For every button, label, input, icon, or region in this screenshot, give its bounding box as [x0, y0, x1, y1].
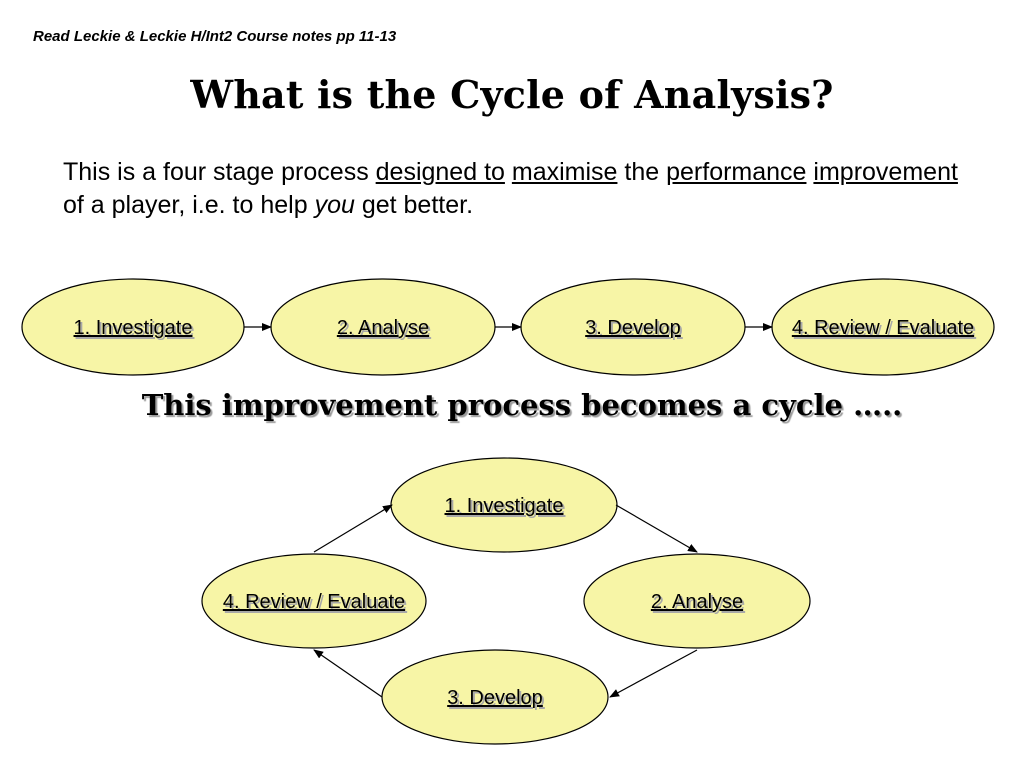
cycle-node-develop-label: 3. Develop — [447, 687, 543, 709]
cycle-node-analyse-label: 2. Analyse — [651, 591, 743, 613]
cycle-node-develop-label-shadow: 3. Develop — [449, 689, 545, 711]
intro-improvement: improvement — [813, 158, 958, 186]
linear-node-analyse-label: 2. Analyse — [337, 317, 429, 339]
intro-designed-to: designed to — [375, 158, 505, 186]
cycle-subtitle: This improvement process becomes a cycle… — [141, 388, 903, 422]
linear-node-review-evaluate: 4. Review / Evaluate 4. Review / Evaluat… — [771, 278, 995, 376]
cycle-node-review-evaluate-label-shadow: 4. Review / Evaluate — [225, 593, 407, 615]
page-title: What is the Cycle of Analysis? — [190, 72, 834, 117]
cycle-node-investigate: 1. Investigate 1. Investigate — [390, 457, 618, 553]
intro-performance: performance — [666, 158, 807, 186]
reading-note: Read Leckie & Leckie H/Int2 Course notes… — [33, 28, 397, 45]
cycle-node-analyse: 2. Analyse 2. Analyse — [583, 553, 811, 649]
linear-node-review-evaluate-label: 4. Review / Evaluate — [792, 317, 974, 339]
cycle-node-develop: 3. Develop 3. Develop — [381, 649, 609, 745]
cycle-node-investigate-label-shadow: 1. Investigate — [447, 497, 566, 519]
linear-flow: 1. Investigate 1. Investigate 2. Analyse… — [21, 278, 995, 376]
cycle-arrow-develop-to-review — [313, 649, 383, 698]
intro-text-2: the — [617, 158, 667, 186]
cycle-node-analyse-label-shadow: 2. Analyse — [653, 593, 745, 615]
cycle-node-analyse-shape — [583, 553, 811, 649]
linear-node-analyse: 2. Analyse 2. Analyse — [270, 278, 496, 376]
intro-text-3: of a player, i.e. to help — [63, 191, 315, 219]
intro-text-4: get better. — [354, 191, 474, 219]
linear-node-develop: 3. Develop 3. Develop — [520, 278, 746, 376]
cycle-arrow-review-to-investigate — [313, 504, 393, 553]
intro-maximise: maximise — [511, 158, 618, 186]
linear-node-investigate-label-shadow: 1. Investigate — [76, 319, 195, 341]
intro-text-1: This is a four stage process — [63, 158, 376, 186]
linear-node-investigate-label: 1. Investigate — [74, 317, 193, 339]
linear-node-investigate: 1. Investigate 1. Investigate — [21, 278, 245, 376]
cycle-node-review-evaluate: 4. Review / Evaluate 4. Review / Evaluat… — [201, 553, 427, 649]
cycle-node-investigate-label: 1. Investigate — [445, 495, 564, 517]
linear-node-develop-label: 3. Develop — [585, 317, 681, 339]
intro-you: you — [314, 191, 355, 219]
intro-paragraph: This is a four stage process designed to… — [63, 156, 963, 222]
cycle-node-review-evaluate-shape — [201, 553, 427, 649]
linear-node-analyse-label-shadow: 2. Analyse — [339, 319, 431, 341]
cycle-flow: 1. Investigate 1. Investigate 2. Analyse… — [201, 457, 811, 745]
cycle-node-review-evaluate-label: 4. Review / Evaluate — [223, 591, 405, 613]
linear-node-develop-label-shadow: 3. Develop — [587, 319, 683, 341]
cycle-arrow-investigate-to-analyse — [615, 504, 698, 553]
cycle-arrow-analyse-to-develop — [609, 649, 698, 698]
linear-node-review-evaluate-label-shadow: 4. Review / Evaluate — [794, 319, 976, 341]
